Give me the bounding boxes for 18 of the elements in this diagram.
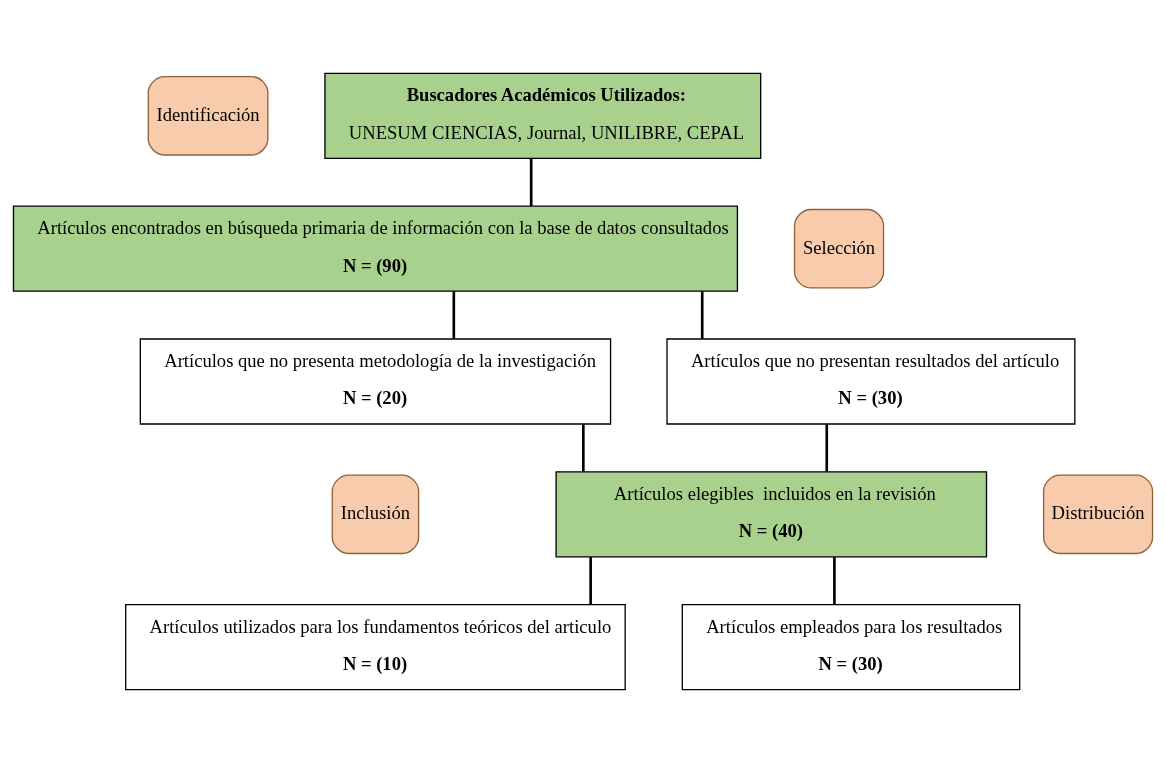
connector <box>589 557 592 605</box>
node-box: Artículos utilizados para los fundamentos teóricos del articulo N = (10) <box>125 604 626 691</box>
node-box: Distribución <box>1042 474 1154 555</box>
connector <box>582 424 585 472</box>
node-box: Inclusión <box>331 474 420 555</box>
node-box: Selección <box>793 208 885 289</box>
node-box: Artículos elegibles incluidos en la revisión N = (40) <box>555 471 988 558</box>
connector <box>825 424 829 472</box>
connector <box>529 158 533 206</box>
node-box: Identificación <box>147 75 269 156</box>
node-box: Artículos que no presenta metodología de la investigación N = (20) <box>139 338 612 425</box>
node-box: Artículos que no presentan resultados del artículo N = (30) <box>666 338 1076 425</box>
node-box: Buscadores Académicos Utilizados: UNESUM CIENCIAS, Journal, UNILIBRE, CEPAL <box>324 72 762 159</box>
connector <box>833 557 836 605</box>
node-box: Artículos encontrados en búsqueda primaria de información con la base de datos consultados N = (90) <box>12 205 739 292</box>
connector <box>700 291 704 339</box>
node-box: Artículos empleados para los resultados N = (30) <box>681 604 1021 691</box>
connector <box>452 291 456 339</box>
